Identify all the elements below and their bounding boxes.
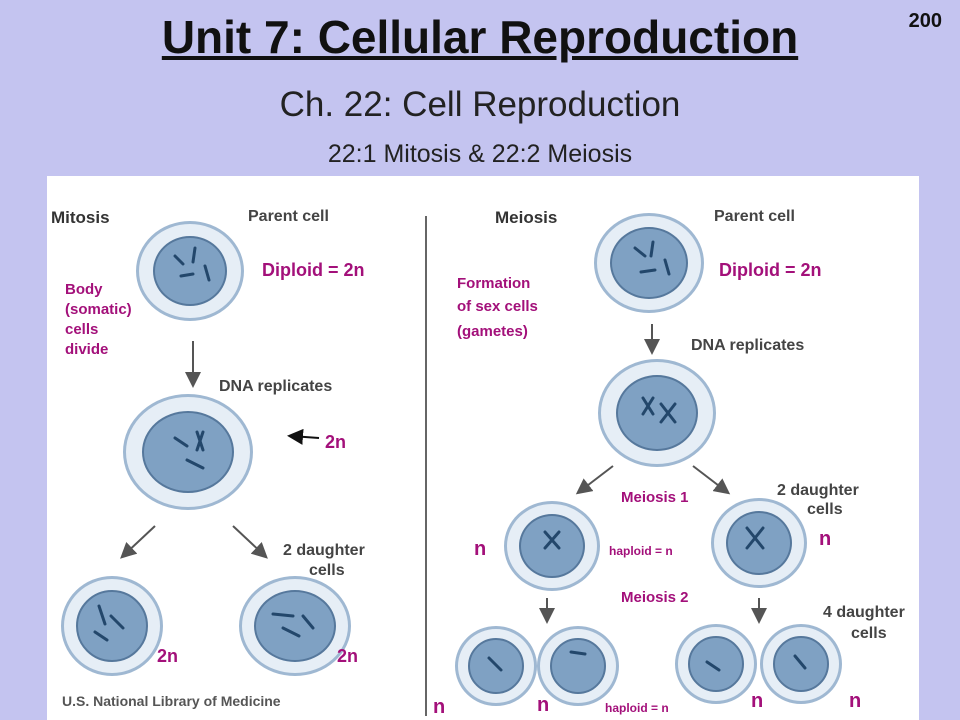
meiosis-1-label: Meiosis 1 [621, 489, 689, 506]
meiosis-two-daughter-label-2: cells [807, 501, 843, 518]
mitosis-replicated-cell [123, 394, 253, 510]
meiosis-1-cell-left [504, 501, 600, 591]
section-heading: 22:1 Mitosis & 22:2 Meiosis [327, 140, 633, 168]
chromosome-marks [93, 240, 807, 672]
mitosis-parent-cell-label: Parent cell [248, 208, 329, 225]
daughter-right-2n-label: 2n [337, 646, 359, 666]
formation-line-1: Formation [457, 275, 531, 292]
meiosis-four-daughter-label-2: cells [851, 625, 887, 642]
meiosis-parent-cell-label: Parent cell [714, 208, 795, 225]
mitosis-heading: Mitosis [51, 208, 110, 227]
arrow-meiosis-left [575, 465, 614, 495]
formation-line-2: of sex cells [457, 298, 538, 315]
cell-division-diagram: Mitosis Parent cell DNA replicates 2 dau… [47, 176, 919, 720]
meiosis-two-daughter-label-1: 2 daughter [777, 482, 859, 499]
body-cells-line-1: Body [65, 281, 103, 298]
meiosis-dna-replicates-label: DNA replicates [691, 337, 805, 354]
n-label-bottom-2: n [537, 694, 550, 716]
meiosis-diploid-label: Diploid = 2n [719, 260, 822, 280]
n-label-bottom-3: n [751, 690, 764, 712]
n-label-right: n [819, 528, 832, 550]
meiosis-four-daughter-label-1: 4 daughter [823, 604, 905, 621]
n-label-bottom-1: n [433, 696, 446, 718]
arrow-2n-pointer [287, 428, 320, 445]
mitosis-daughter-label-2: cells [309, 562, 345, 579]
n-label-bottom-4: n [849, 690, 862, 712]
meiosis-heading: Meiosis [495, 208, 558, 227]
n-label-left: n [474, 538, 487, 560]
daughter-left-2n-label: 2n [157, 646, 179, 666]
formation-line-3: (gametes) [457, 323, 528, 340]
slide-title: Unit 7: Cellular Reproduction [161, 11, 799, 63]
mitosis-dna-replicates-label: DNA replicates [219, 378, 333, 395]
arrow-mitosis-right [232, 525, 268, 559]
haploid-bottom-label: haploid = n [605, 701, 669, 715]
haploid-mid-label: haploid = n [609, 544, 673, 558]
arrow-mitosis-left [120, 525, 156, 559]
meiosis-2-label: Meiosis 2 [621, 589, 689, 606]
meiosis-2-cell-3 [675, 624, 757, 704]
body-cells-line-2: (somatic) [65, 301, 132, 318]
divider-line [425, 216, 427, 716]
meiosis-replicated-cell [598, 359, 716, 467]
mitosis-daughter-cell-right [239, 576, 351, 676]
arrow-meiosis-right [692, 465, 731, 495]
body-cells-line-4: divide [65, 341, 109, 358]
meiosis-parent-cell [594, 213, 704, 313]
mitosis-daughter-cell-left [61, 576, 163, 676]
mitosis-parent-cell [136, 221, 244, 321]
chapter-subtitle: Ch. 22: Cell Reproduction [279, 85, 681, 124]
diagram-arrows-and-chromosomes [93, 240, 807, 672]
image-credit: U.S. National Library of Medicine [62, 693, 281, 709]
meiosis-2-cell-2 [537, 626, 619, 706]
replicated-2n-label: 2n [325, 432, 347, 452]
body-cells-line-3: cells [65, 321, 99, 338]
page-number: 200 [908, 10, 942, 32]
mitosis-diploid-label: Diploid = 2n [262, 260, 365, 280]
mitosis-daughter-label-1: 2 daughter [283, 542, 365, 559]
